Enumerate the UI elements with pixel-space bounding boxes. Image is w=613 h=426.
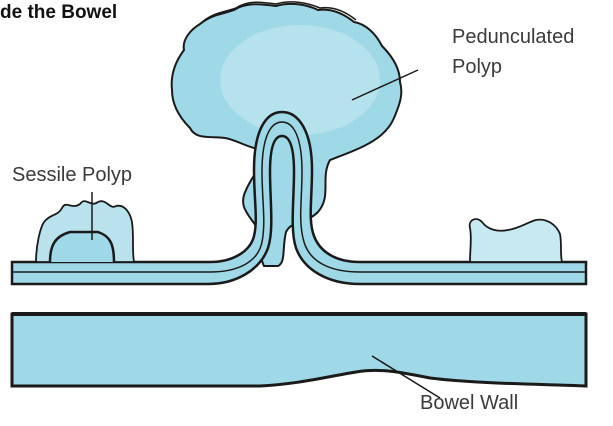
bowel-wall-label: Bowel Wall [420,388,518,418]
sessile-polyp-dome [50,232,114,262]
bowel-wall [12,314,586,386]
pedunculated-polyp-label-line2: Polyp [452,52,502,82]
pedunculated-polyp-label-line1: Pedunculated [452,22,574,52]
polyp-head-highlight [220,25,380,135]
page-title: de the Bowel [0,2,117,24]
sessile-polyp-label: Sessile Polyp [12,160,132,190]
small-polyp-right [470,219,562,262]
